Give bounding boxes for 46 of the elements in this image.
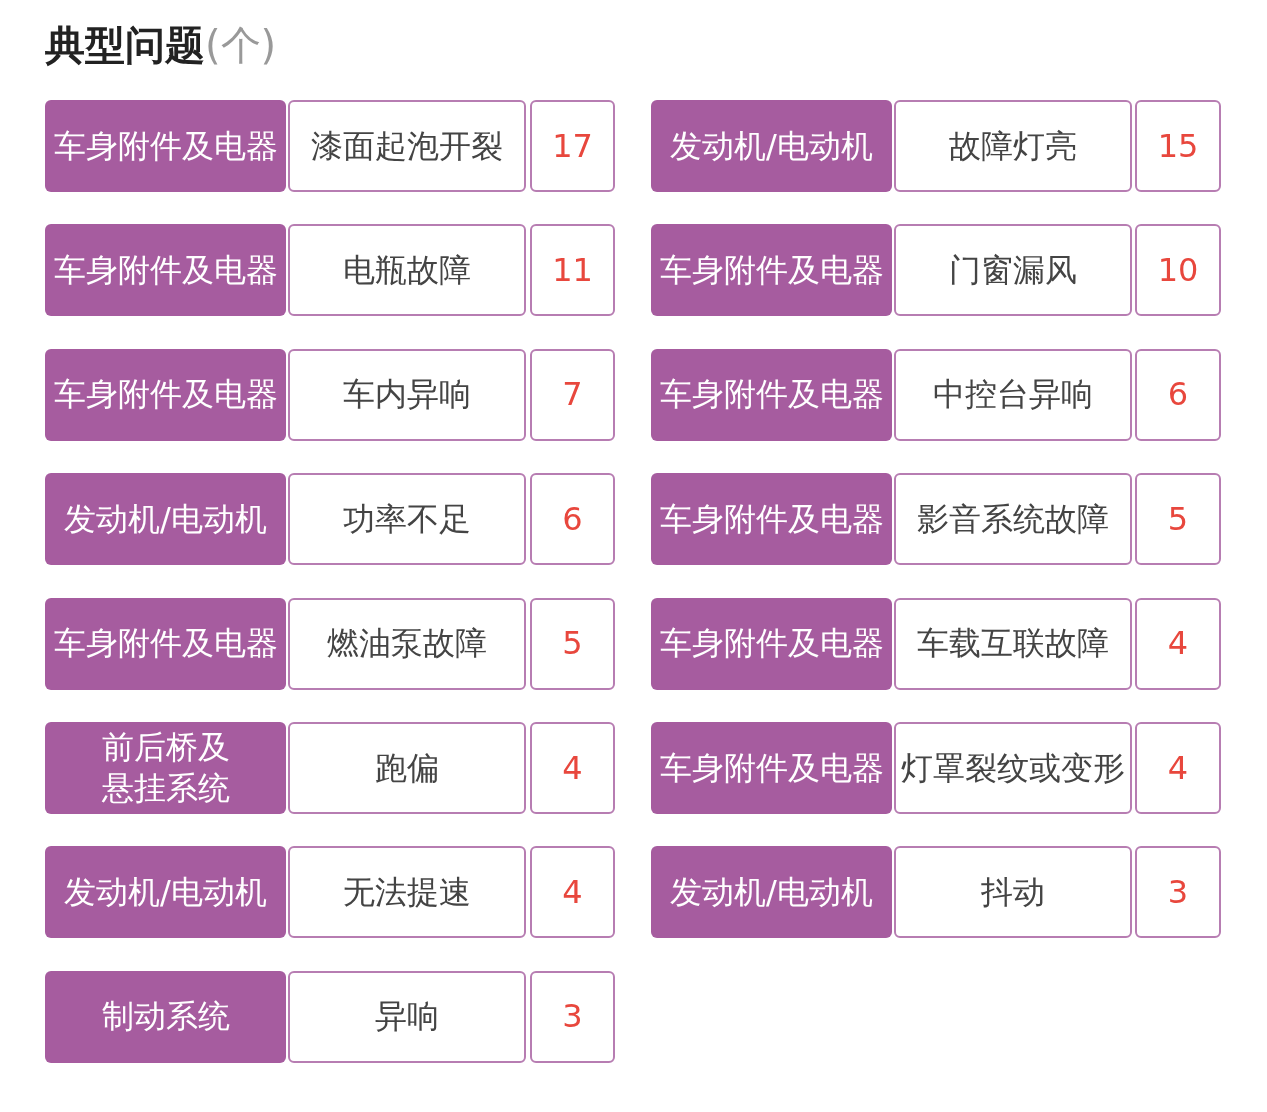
count-box: 4 [1135,722,1221,814]
count-box: 6 [1135,348,1221,441]
problem-box: 抖动 [894,846,1132,939]
problem-box: 漆面起泡开裂 [288,100,526,192]
category-box: 发动机/电动机 [45,473,286,566]
count-box: 6 [530,473,615,566]
problem-box: 影音系统故障 [894,473,1132,566]
category-box: 车身附件及电器 [45,348,286,441]
category-box: 车身附件及电器 [45,597,286,690]
problem-box: 门窗漏风 [894,224,1132,317]
category-box: 发动机/电动机 [45,846,286,939]
problem-box: 电瓶故障 [288,224,526,317]
count-box: 4 [1135,597,1221,690]
count-box: 4 [530,846,615,939]
category-box: 车身附件及电器 [651,348,892,441]
count-box: 10 [1135,224,1221,317]
count-box: 3 [530,970,615,1063]
count-box: 5 [530,597,615,690]
count-box: 4 [530,722,615,814]
category-box: 车身附件及电器 [651,473,892,566]
problem-box: 功率不足 [288,473,526,566]
problem-box: 车内异响 [288,348,526,441]
count-box: 11 [530,224,615,317]
category-box: 车身附件及电器 [651,597,892,690]
category-box: 车身附件及电器 [651,722,892,814]
count-box: 3 [1135,846,1221,939]
title: 典型问题(个) [45,21,277,70]
problem-box: 跑偏 [288,722,526,814]
problem-box: 故障灯亮 [894,100,1132,192]
problem-box: 无法提速 [288,846,526,939]
count-box: 7 [530,348,615,441]
category-box: 发动机/电动机 [651,846,892,939]
category-box: 制动系统 [45,970,286,1063]
count-box: 15 [1135,100,1221,192]
problem-box: 中控台异响 [894,348,1132,441]
category-box: 车身附件及电器 [45,100,286,192]
category-box: 车身附件及电器 [651,224,892,317]
problem-box: 燃油泵故障 [288,597,526,690]
category-box: 车身附件及电器 [45,224,286,317]
problem-box: 灯罩裂纹或变形 [894,722,1132,814]
problem-box: 车载互联故障 [894,597,1132,690]
category-box: 发动机/电动机 [651,100,892,192]
count-box: 17 [530,100,615,192]
count-box: 5 [1135,473,1221,566]
problem-box: 异响 [288,970,526,1063]
category-box: 前后桥及悬挂系统 [45,722,286,814]
